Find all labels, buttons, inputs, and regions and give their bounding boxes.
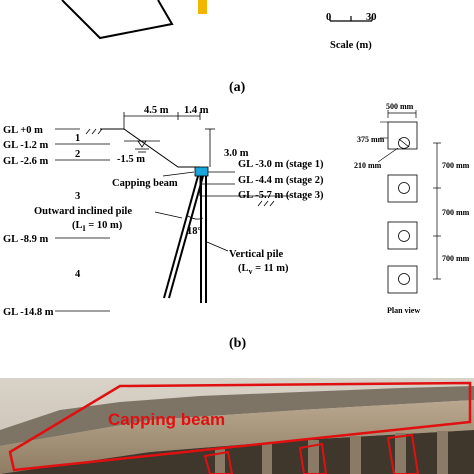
- gl-1: GL -1.2 m: [3, 140, 48, 151]
- gl-0: GL +0 m: [3, 125, 43, 136]
- photo-pile-outlines: [203, 433, 420, 474]
- gl-3: GL -8.9 m: [3, 234, 48, 245]
- plan-offset-1: 375 mm: [357, 135, 385, 144]
- angle-label: 18°: [187, 226, 202, 237]
- vertical-pile-length: (Lv = 11 m): [238, 263, 289, 276]
- stage-1: GL -3.0 m (stage 1): [238, 159, 324, 170]
- ground-surface: [100, 128, 200, 168]
- panel-a: 0 30 Scale (m) (a): [61, 0, 377, 95]
- gl-4: GL -14.8 m: [3, 307, 54, 318]
- gl-2: GL -2.6 m: [3, 156, 48, 167]
- dim-slope-width: 4.5 m: [144, 105, 169, 116]
- water-level-icon: [135, 140, 149, 153]
- layer-4: 4: [75, 269, 81, 280]
- plan-view: 500 mm 375 mm 210 mm 70: [354, 102, 470, 315]
- photo-label: Capping beam: [108, 410, 225, 429]
- vertical-pile-label: Vertical pile: [229, 249, 283, 260]
- plan-spacing-2: 700 mm: [442, 208, 470, 217]
- layer-3: 3: [75, 191, 80, 202]
- capping-beam-label: Capping beam: [112, 178, 178, 189]
- photo-capping-beam: [0, 400, 474, 474]
- site-marker: [198, 0, 207, 14]
- inclined-pile-label: Outward inclined pile: [34, 206, 132, 217]
- scale-label: Scale (m): [330, 40, 372, 51]
- scale-max: 30: [366, 12, 377, 23]
- inclined-pile-length: (LI = 10 m): [72, 220, 123, 233]
- layer-2: 2: [75, 149, 80, 160]
- plan-spacing-3: 700 mm: [442, 254, 470, 263]
- ground-hatch: [85, 128, 275, 207]
- plan-spacing-1: 700 mm: [442, 161, 470, 170]
- plan-offset-2: 210 mm: [354, 161, 382, 170]
- photo-beam-outline: [8, 381, 472, 472]
- caption-a: (a): [229, 80, 246, 95]
- scale-zero: 0: [326, 12, 331, 23]
- panel-b: GL +0 m GL -1.2 m GL -2.6 m GL -8.9 m GL…: [3, 102, 470, 351]
- dim-berm-width: 1.4 m: [184, 105, 209, 116]
- layer-1: 1: [75, 133, 80, 144]
- inclined-pile: [163, 175, 199, 299]
- stage-3: GL -5.7 m (stage 3): [238, 190, 324, 201]
- capping-beam: [194, 166, 209, 177]
- stage-2: GL -4.4 m (stage 2): [238, 175, 324, 186]
- dim-height: 3.0 m: [224, 148, 249, 159]
- plan-width: 500 mm: [386, 102, 414, 111]
- panel-c-photo: Capping beam: [0, 378, 474, 474]
- caption-b: (b): [229, 336, 246, 351]
- site-outline: [61, 0, 174, 40]
- plan-title: Plan view: [387, 306, 420, 315]
- water-level: -1.5 m: [117, 154, 145, 165]
- angle-arc: [187, 215, 204, 220]
